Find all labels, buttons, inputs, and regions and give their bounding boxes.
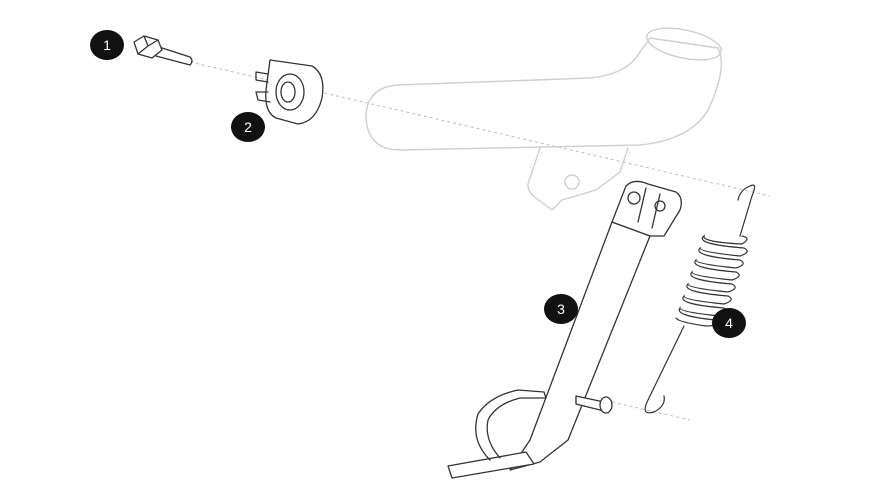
spring-bottom-hook <box>644 325 685 414</box>
guide-line-lower <box>611 401 691 421</box>
callout-4-label: 4 <box>725 315 733 331</box>
frame-mount-hole <box>564 174 580 190</box>
frame-mount-plate <box>527 147 629 211</box>
frame-tube-outline <box>365 37 723 151</box>
callout-3-bubble <box>544 294 578 324</box>
bolt-part <box>133 35 193 66</box>
callout-1: 1 <box>90 30 124 60</box>
bracket-washer-part <box>255 59 324 125</box>
callout-2-label: 2 <box>244 119 252 135</box>
callout-1-bubble <box>90 30 124 60</box>
callout-1-label: 1 <box>103 37 111 53</box>
frame-tube-ghost <box>365 27 723 211</box>
kickstand-head-slot <box>637 187 661 229</box>
bracket-hole-inner <box>280 81 296 103</box>
bolt-shank <box>155 45 193 66</box>
spring-peg-cap <box>599 396 613 414</box>
bracket-tab-upper <box>255 71 269 83</box>
frame-tube-opening <box>646 27 722 61</box>
kickstand-part <box>447 180 682 479</box>
assembly-guide-lines <box>189 61 771 421</box>
spring-top-hook <box>737 184 756 237</box>
kickstand-foot-lever <box>475 389 547 461</box>
bracket-tab-lower <box>255 91 271 103</box>
callout-3: 3 <box>544 294 578 324</box>
callout-3-label: 3 <box>557 301 565 317</box>
kickstand-foot <box>447 451 535 479</box>
spring-coil <box>675 234 748 327</box>
callout-2-bubble <box>231 112 265 142</box>
return-spring-part <box>644 184 756 414</box>
callout-4-bubble <box>712 308 746 338</box>
callout-2: 2 <box>231 112 265 142</box>
kickstand-pivot-hole <box>627 191 641 205</box>
kickstand-leg <box>509 221 651 471</box>
bolt-head-flat <box>137 35 159 55</box>
callout-4: 4 <box>712 308 746 338</box>
